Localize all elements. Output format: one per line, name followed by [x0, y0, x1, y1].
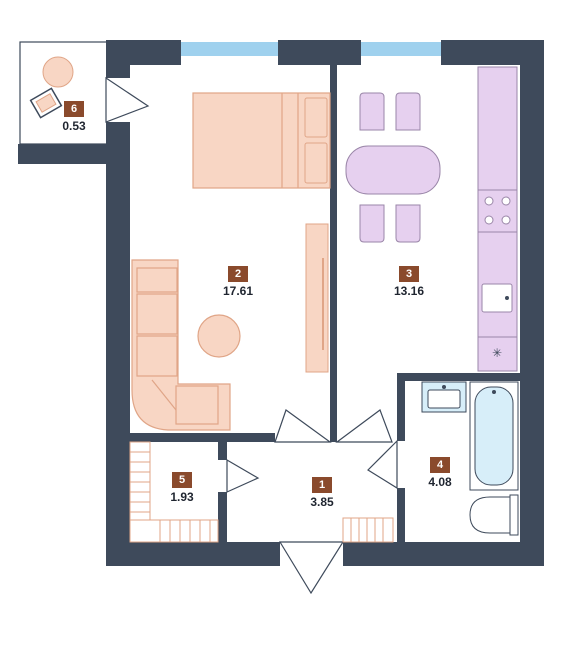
storage-shelves: [129, 441, 219, 543]
kitchen-door-swing: [335, 409, 393, 443]
kitchen-sink: [481, 283, 513, 313]
living-door-swing: [274, 409, 332, 443]
wall-balcony-ledge: [18, 144, 106, 164]
wall-right: [520, 40, 544, 566]
stove: [477, 189, 518, 233]
room-area: 0.53: [62, 119, 86, 133]
wall-bath-left-bottom: [397, 488, 405, 542]
room-label-4: 4 4.08: [410, 455, 470, 489]
wall-bottom-left: [106, 542, 280, 566]
balcony-table: [42, 56, 74, 88]
window-kitchen: [361, 42, 441, 56]
room-number: 5: [172, 472, 192, 488]
wall-living-bottom: [130, 433, 275, 442]
hall-shoe-rack: [342, 517, 394, 543]
room-number: 6: [64, 101, 84, 117]
window-living: [181, 42, 278, 56]
room-number: 3: [399, 266, 419, 282]
room-area: 17.61: [222, 284, 254, 298]
storage-door-swing: [226, 458, 260, 493]
entrance-door-swing: [278, 541, 345, 595]
dining-set: [345, 92, 441, 243]
bed: [192, 92, 331, 189]
coffee-table: [197, 314, 241, 358]
wall-storage-right: [218, 442, 227, 460]
kitchen-counter: ✳: [477, 66, 518, 372]
toilet: [469, 494, 519, 536]
pillow-upper: [304, 97, 328, 138]
room-number: 4: [430, 457, 450, 473]
boiler: [477, 336, 518, 372]
bath-door-swing: [367, 439, 398, 490]
room-label-5: 5 1.93: [152, 470, 212, 504]
tv-unit: [305, 223, 329, 373]
wall-top-middle: [278, 40, 361, 65]
room-label-3: 3 13.16: [379, 264, 439, 298]
wall-bath-left-top: [397, 373, 405, 441]
room-number: 2: [228, 266, 248, 282]
corner-sofa: [131, 259, 231, 431]
svg-text:✳: ✳: [492, 346, 502, 360]
wall-living-kitchen: [330, 65, 337, 442]
room-label-6: 6 0.53: [44, 99, 104, 133]
room-label-1: 1 3.85: [292, 475, 352, 509]
room-area: 4.08: [428, 475, 452, 489]
balcony-door-swing: [105, 76, 150, 123]
wall-bottom-right: [343, 542, 544, 566]
bathroom-fixtures: [421, 381, 519, 536]
pillow-lower: [304, 142, 328, 184]
wall-bath-top: [397, 373, 520, 381]
balcony-chair: [29, 87, 63, 119]
walls: [18, 40, 544, 566]
dining-table: [345, 145, 441, 195]
room-area: 13.16: [393, 284, 425, 298]
wall-balcony-top: [106, 40, 130, 78]
room-area: 1.93: [170, 490, 194, 504]
room-number: 1: [312, 477, 332, 493]
room-label-2: 2 17.61: [208, 264, 268, 298]
room-area: 3.85: [310, 495, 334, 509]
wall-left: [106, 122, 130, 566]
wall-storage-right-low: [218, 492, 227, 542]
